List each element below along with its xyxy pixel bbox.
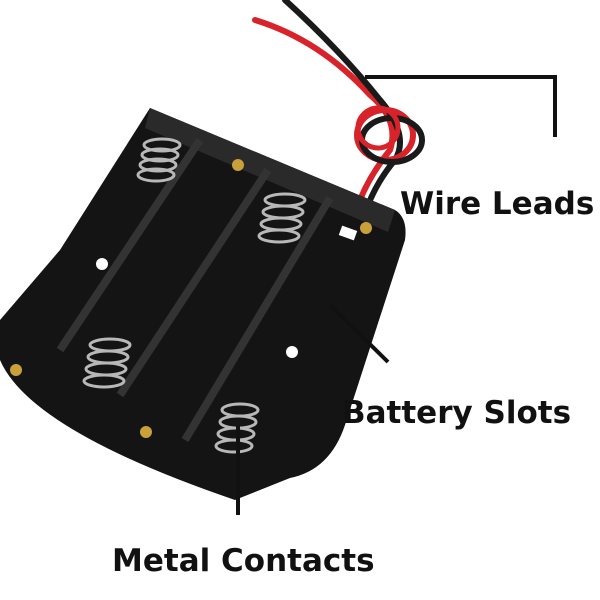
spring-top-mid bbox=[257, 192, 307, 244]
battery-slots-leader-line bbox=[328, 303, 390, 364]
battery-slots-label: Battery Slots bbox=[342, 395, 572, 431]
metal-contacts-label: Metal Contacts bbox=[112, 543, 375, 579]
wire-leads-graphic bbox=[252, 0, 425, 208]
spring-top-left bbox=[136, 137, 182, 183]
metal-contacts-graphic bbox=[10, 137, 372, 454]
wire-leads-label: Wire Leads bbox=[400, 186, 595, 222]
battery-holder-body bbox=[0, 108, 406, 500]
spring-bottom-left bbox=[82, 337, 132, 389]
wire-leads-leader-line bbox=[365, 75, 557, 137]
